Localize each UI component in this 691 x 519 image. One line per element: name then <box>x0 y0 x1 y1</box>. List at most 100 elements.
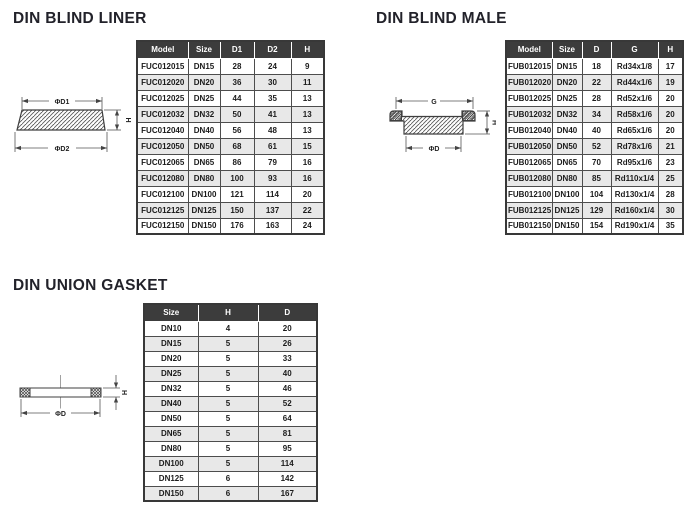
table-cell: 6 <box>197 470 259 487</box>
table-cell: 35 <box>253 89 292 107</box>
table-cell: FUC012015 <box>136 57 189 75</box>
column-header: Size <box>144 304 199 322</box>
table-cell: DN65 <box>187 153 221 171</box>
dim-label-h: H <box>124 117 131 122</box>
table-cell: 61 <box>253 137 292 155</box>
column-header: Model <box>506 41 553 59</box>
table-cell: FUC012040 <box>136 121 189 139</box>
column-header: D1 <box>220 41 255 59</box>
table-cell: DN20 <box>143 350 199 367</box>
table-cell: Rd52x1/6 <box>610 89 659 107</box>
section-title-blind-liner: DIN BLIND LINER <box>13 10 147 27</box>
table-cell: DN80 <box>187 169 221 187</box>
column-header: H <box>291 41 325 59</box>
table-cell: 5 <box>197 425 259 442</box>
table-cell: Rd78x1/6 <box>610 137 659 155</box>
table-cell: DN32 <box>143 380 199 397</box>
table-cell: 18 <box>581 57 612 75</box>
table-cell: DN15 <box>551 57 583 75</box>
table-cell: 21 <box>657 137 684 155</box>
table-cell: 93 <box>253 169 292 187</box>
table-cell: 13 <box>290 89 325 107</box>
table-cell: DN40 <box>551 121 583 139</box>
table-cell: 15 <box>290 137 325 155</box>
table-cell: DN15 <box>187 57 221 75</box>
table-cell: 48 <box>253 121 292 139</box>
table-cell: DN50 <box>187 137 221 155</box>
table-cell: 150 <box>219 201 255 219</box>
table-cell: FUB012065 <box>505 153 553 171</box>
table-cell: 33 <box>257 350 318 367</box>
table-cell: 163 <box>253 217 292 235</box>
column-header: Model <box>137 41 189 59</box>
table-cell: 36 <box>219 73 255 91</box>
table-cell: 85 <box>581 169 612 187</box>
table-cell: 129 <box>581 201 612 219</box>
table-cell: 154 <box>581 217 612 235</box>
column-header: D <box>258 304 318 322</box>
table-cell: Rd44x1/6 <box>610 73 659 91</box>
table-cell: Rd95x1/6 <box>610 153 659 171</box>
table-cell: 4 <box>197 320 259 337</box>
table-cell: DN125 <box>187 201 221 219</box>
table-cell: 5 <box>197 410 259 427</box>
table-cell: 20 <box>657 121 684 139</box>
table-cell: DN50 <box>143 410 199 427</box>
table-cell: DN80 <box>551 169 583 187</box>
table-cell: 9 <box>290 57 325 75</box>
table-cell: 24 <box>253 57 292 75</box>
table-cell: 24 <box>290 217 325 235</box>
table-cell: FUC012020 <box>136 73 189 91</box>
section-title-union-gasket: DIN UNION GASKET <box>13 277 168 294</box>
table-cell: 30 <box>253 73 292 91</box>
table-cell: DN80 <box>143 440 199 457</box>
table-cell: 46 <box>257 380 318 397</box>
dim-label-h: H <box>491 120 497 125</box>
table-cell: FUB012040 <box>505 121 553 139</box>
table-cell: DN65 <box>551 153 583 171</box>
column-header: H <box>658 41 684 59</box>
table-cell: FUC012050 <box>136 137 189 155</box>
table-cell: 114 <box>253 185 292 203</box>
table-cell: FUB012125 <box>505 201 553 219</box>
table-cell: FUC012125 <box>136 201 189 219</box>
table-cell: 142 <box>257 470 318 487</box>
table-cell: 56 <box>219 121 255 139</box>
table-cell: FUC012100 <box>136 185 189 203</box>
dim-label-d1: ΦD1 <box>55 99 70 106</box>
table-cell: Rd65x1/6 <box>610 121 659 139</box>
table-cell: DN100 <box>143 455 199 472</box>
table-cell: 28 <box>657 185 684 203</box>
table-cell: 5 <box>197 395 259 412</box>
dim-label-d: ΦD <box>55 411 66 418</box>
table-cell: FUB012025 <box>505 89 553 107</box>
table-cell: DN15 <box>143 335 199 352</box>
table-cell: FUC012025 <box>136 89 189 107</box>
table-cell: 23 <box>657 153 684 171</box>
table-cell: DN32 <box>187 105 221 123</box>
table-cell: 5 <box>197 335 259 352</box>
table-cell: FUB012080 <box>505 169 553 187</box>
table-cell: DN40 <box>143 395 199 412</box>
table-cell: 167 <box>257 485 318 502</box>
table-cell: 41 <box>253 105 292 123</box>
dim-label-g: G <box>431 99 437 106</box>
table-cell: 86 <box>219 153 255 171</box>
